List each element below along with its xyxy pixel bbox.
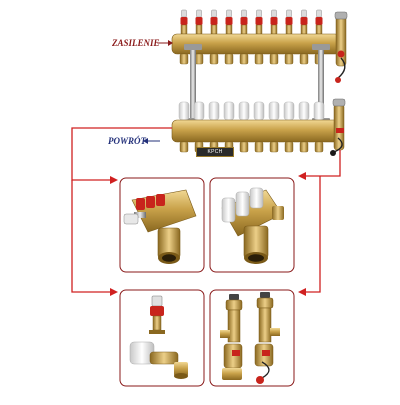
return-valve (193, 101, 205, 121)
return-valve (283, 101, 295, 121)
supply-label: ZASILENIE (112, 38, 160, 48)
supply-outlet (209, 53, 219, 65)
return-valve (268, 101, 280, 121)
detail-panel-valve-parts (119, 289, 205, 387)
return-outlet (284, 141, 294, 153)
supply-outlet (239, 53, 249, 65)
label-arrows (143, 40, 173, 144)
supply-valve (180, 9, 188, 35)
detail-panel-supply-closeup (119, 177, 205, 273)
return-outlet (239, 141, 249, 153)
supply-valve (195, 9, 203, 35)
supply-outlet (299, 53, 309, 65)
supply-valve (300, 9, 308, 35)
return-valve (208, 101, 220, 121)
return-label: POWRÓT (108, 136, 146, 146)
detail-panel-return-closeup (209, 177, 295, 273)
return-valve (178, 101, 190, 121)
detail-panel-end-fittings (209, 289, 295, 387)
return-valve (298, 101, 310, 121)
return-valve (253, 101, 265, 121)
return-outlet (179, 141, 189, 153)
return-outlet (299, 141, 309, 153)
supply-outlet (194, 53, 204, 65)
supply-outlet (179, 53, 189, 65)
supply-valve (255, 9, 263, 35)
supply-valve (210, 9, 218, 35)
return-outlet (314, 141, 324, 153)
return-valve (223, 101, 235, 121)
return-manifold (171, 98, 346, 156)
supply-valve (285, 9, 293, 35)
return-valve (313, 101, 325, 121)
supply-valve (270, 9, 278, 35)
return-valve (238, 101, 250, 121)
return-outlet (254, 141, 264, 153)
supply-outlet (224, 53, 234, 65)
supply-valves (180, 9, 323, 35)
supply-outlet (284, 53, 294, 65)
brand-plate: KPCH (196, 147, 234, 157)
connector-lines (71, 127, 341, 296)
supply-valve (225, 9, 233, 35)
supply-valve (315, 9, 323, 35)
supply-outlet (254, 53, 264, 65)
supply-outlet (269, 53, 279, 65)
supply-valve (240, 9, 248, 35)
return-outlet (269, 141, 279, 153)
